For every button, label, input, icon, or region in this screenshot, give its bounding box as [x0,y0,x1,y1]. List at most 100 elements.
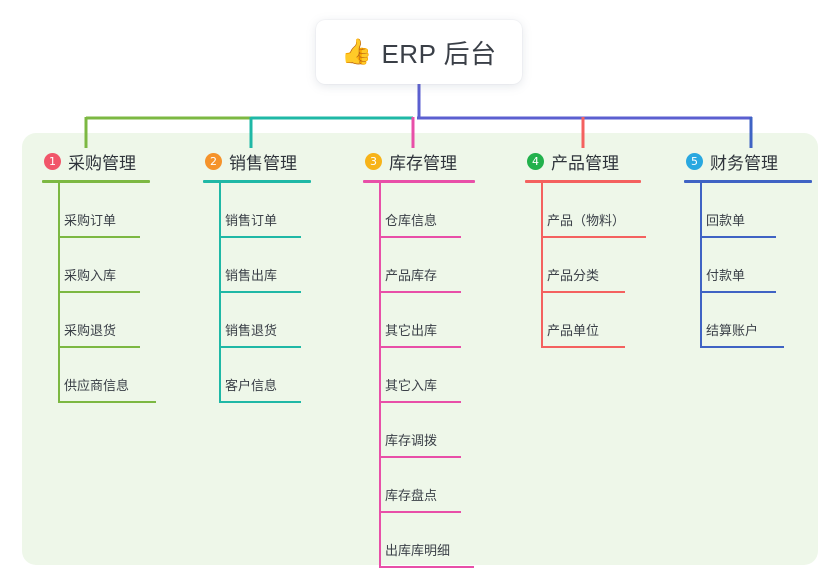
leaf-connector-rail [541,293,543,348]
leaf-node-rule [379,346,461,348]
leaf-node[interactable]: 采购退货 [42,293,192,348]
leaf-node-label: 销售出库 [225,268,278,283]
branch-header-rule-5 [684,180,812,183]
branch-column-2: 2 销售管理 销售订单销售出库销售退货客户信息 [203,148,353,403]
leaf-node[interactable]: 销售退货 [203,293,353,348]
branch-leaf-list-4: 产品（物料） 产品分类产品单位 [525,183,685,348]
root-node[interactable]: 👍 ERP 后台 [316,20,522,84]
leaf-node-rule [219,236,301,238]
leaf-node-rule [219,291,301,293]
leaf-node-label: 回款单 [706,213,746,228]
leaf-node[interactable]: 其它入库 [363,348,513,403]
branch-header-5[interactable]: 5 财务管理 [684,148,834,174]
leaf-node-rule [379,236,461,238]
leaf-node-rule [58,291,140,293]
leaf-node[interactable]: 采购订单 [42,183,192,238]
branch-leaf-list-3: 仓库信息产品库存其它出库其它入库库存调拨库存盘点出库库明细 [363,183,513,568]
leaf-node-rule [541,291,625,293]
leaf-node-rule [700,291,776,293]
leaf-node-rule [541,346,625,348]
leaf-node-label: 结算账户 [706,323,759,338]
leaf-node-label: 采购入库 [64,268,117,283]
branch-header-1[interactable]: 1 采购管理 [42,148,192,174]
leaf-node[interactable]: 其它出库 [363,293,513,348]
leaf-node-rule [219,346,301,348]
leaf-connector-rail [700,183,702,238]
branch-header-2[interactable]: 2 销售管理 [203,148,353,174]
leaf-node-label: 仓库信息 [385,213,438,228]
leaf-connector-rail [379,403,381,458]
leaf-node-rule [58,346,140,348]
leaf-node[interactable]: 销售出库 [203,238,353,293]
leaf-node-label: 产品单位 [547,323,600,338]
branch-header-rule-2 [203,180,311,183]
leaf-node-label: 销售订单 [225,213,278,228]
branch-title-2: 销售管理 [229,153,297,173]
thumbs-up-icon: 👍 [341,37,373,66]
leaf-connector-rail [58,238,60,293]
leaf-connector-rail [219,293,221,348]
leaf-node-label: 产品（物料） [547,213,626,228]
leaf-connector-rail [379,183,381,238]
leaf-node[interactable]: 产品库存 [363,238,513,293]
branch-header-rule-1 [42,180,150,183]
leaf-connector-rail [219,183,221,238]
leaf-node-label: 付款单 [706,268,746,283]
leaf-node-rule [700,346,784,348]
leaf-node[interactable]: 销售订单 [203,183,353,238]
leaf-connector-rail [58,183,60,238]
leaf-node-rule [379,291,461,293]
leaf-connector-rail [58,293,60,348]
branch-column-1: 1 采购管理 采购订单采购入库采购退货供应商信息 [42,148,192,403]
branch-header-rule-4 [525,180,641,183]
leaf-connector-rail [219,238,221,293]
leaf-connector-rail [700,293,702,348]
leaf-node-rule [541,236,646,238]
branch-badge-4: 4 [527,152,544,170]
leaf-connector-rail [541,183,543,238]
leaf-node-label: 客户信息 [225,378,278,393]
leaf-connector-rail [379,458,381,513]
branch-title-5: 财务管理 [710,153,778,173]
branch-badge-1: 1 [44,152,61,170]
leaf-node[interactable]: 客户信息 [203,348,353,403]
branch-title-4: 产品管理 [551,153,619,173]
leaf-node[interactable]: 付款单 [684,238,834,293]
branch-leaf-list-2: 销售订单销售出库销售退货客户信息 [203,183,353,403]
branch-badge-3: 3 [365,152,382,170]
leaf-connector-rail [379,348,381,403]
diagram-panel-background [22,133,818,565]
branch-leaf-list-5: 回款单付款单结算账户 [684,183,834,348]
leaf-node[interactable]: 仓库信息 [363,183,513,238]
leaf-node[interactable]: 采购入库 [42,238,192,293]
branch-header-4[interactable]: 4 产品管理 [525,148,685,174]
leaf-node[interactable]: 产品（物料） [525,183,685,238]
leaf-connector-rail [541,238,543,293]
leaf-connector-rail [379,293,381,348]
branch-header-rule-3 [363,180,475,183]
leaf-node-rule [379,566,474,568]
leaf-connector-rail [700,238,702,293]
branch-title-3: 库存管理 [389,153,457,173]
leaf-node-rule [58,401,156,403]
branch-column-5: 5 财务管理 回款单付款单结算账户 [684,148,834,348]
leaf-node-label: 其它入库 [385,378,438,393]
leaf-node[interactable]: 回款单 [684,183,834,238]
branch-header-3[interactable]: 3 库存管理 [363,148,513,174]
branch-column-4: 4 产品管理 产品（物料） 产品分类产品单位 [525,148,685,348]
leaf-node[interactable]: 出库库明细 [363,513,513,568]
leaf-node-label: 库存调拨 [385,433,438,448]
leaf-node-rule [379,401,461,403]
leaf-connector-rail [219,348,221,403]
leaf-node[interactable]: 库存调拨 [363,403,513,458]
leaf-node[interactable]: 产品单位 [525,293,685,348]
leaf-node-label: 产品库存 [385,268,438,283]
leaf-node[interactable]: 库存盘点 [363,458,513,513]
branch-leaf-list-1: 采购订单采购入库采购退货供应商信息 [42,183,192,403]
leaf-node[interactable]: 产品分类 [525,238,685,293]
leaf-node[interactable]: 结算账户 [684,293,834,348]
branch-column-3: 3 库存管理 仓库信息产品库存其它出库其它入库库存调拨库存盘点出库库明细 [363,148,513,568]
leaf-connector-rail [379,513,381,568]
leaf-node[interactable]: 供应商信息 [42,348,192,403]
